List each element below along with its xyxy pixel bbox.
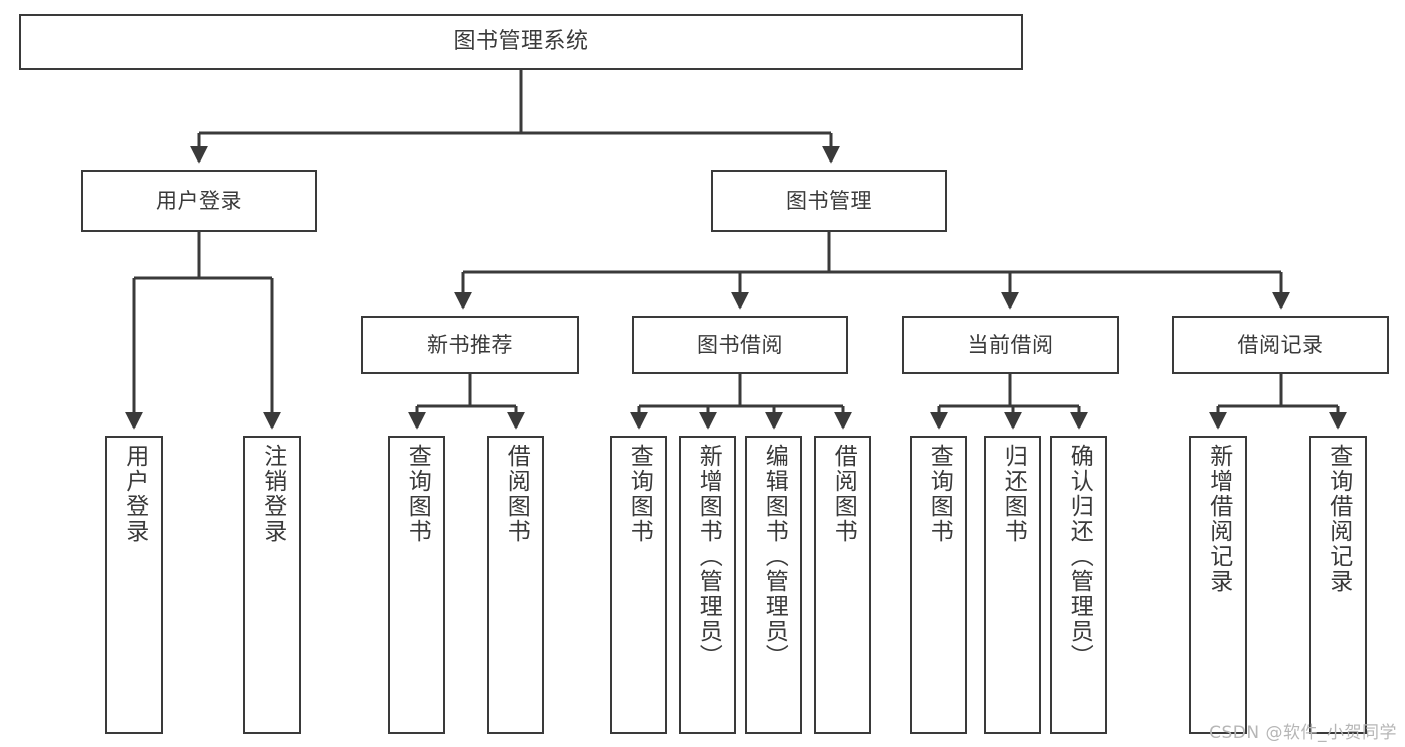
node-label-leaf-query-book-1: 查询图书 [404, 444, 431, 544]
node-label-leaf-add-book: 新增图书（管理员） [695, 444, 722, 669]
node-label-leaf-query-book-3: 查询图书 [926, 444, 953, 544]
node-label-leaf-query-record: 查询借阅记录 [1325, 444, 1352, 594]
node-leaf-query-book-3[interactable]: 查询图书 [910, 436, 967, 734]
node-root-system[interactable]: 图书管理系统 [19, 14, 1023, 70]
node-book-manage[interactable]: 图书管理 [711, 170, 947, 232]
node-label-leaf-borrow-book-2: 借阅图书 [830, 444, 857, 544]
node-borrow-record[interactable]: 借阅记录 [1172, 316, 1389, 374]
node-label-book-borrow: 图书借阅 [697, 332, 783, 357]
node-label-root: 图书管理系统 [453, 29, 589, 55]
node-leaf-borrow-book-1[interactable]: 借阅图书 [487, 436, 544, 734]
node-label-new-book-rec: 新书推荐 [427, 332, 513, 357]
node-label-leaf-user-login: 用户登录 [121, 444, 148, 544]
node-label-leaf-borrow-book-1: 借阅图书 [503, 444, 530, 544]
node-label-leaf-return-book: 归还图书 [1000, 444, 1027, 544]
node-leaf-query-book-2[interactable]: 查询图书 [610, 436, 667, 734]
node-leaf-logout[interactable]: 注销登录 [243, 436, 301, 734]
node-book-borrow[interactable]: 图书借阅 [632, 316, 848, 374]
watermark-csdn: CSDN @软件_小贺同学 [1209, 723, 1397, 743]
node-label-leaf-query-book-2: 查询图书 [626, 444, 653, 544]
node-leaf-query-record[interactable]: 查询借阅记录 [1309, 436, 1367, 734]
node-label-leaf-add-record: 新增借阅记录 [1205, 444, 1232, 594]
node-leaf-borrow-book-2[interactable]: 借阅图书 [814, 436, 871, 734]
node-leaf-add-book[interactable]: 新增图书（管理员） [679, 436, 736, 734]
node-new-book-rec[interactable]: 新书推荐 [361, 316, 579, 374]
node-label-book-manage: 图书管理 [786, 188, 872, 213]
node-leaf-edit-book[interactable]: 编辑图书（管理员） [745, 436, 802, 734]
node-current-borrow[interactable]: 当前借阅 [902, 316, 1119, 374]
node-label-user-login: 用户登录 [156, 188, 242, 213]
node-label-borrow-record: 借阅记录 [1237, 332, 1324, 357]
node-user-login[interactable]: 用户登录 [81, 170, 317, 232]
node-label-leaf-edit-book: 编辑图书（管理员） [761, 444, 788, 669]
node-leaf-add-record[interactable]: 新增借阅记录 [1189, 436, 1247, 734]
node-label-current-borrow: 当前借阅 [967, 332, 1054, 357]
node-label-leaf-logout: 注销登录 [259, 444, 286, 544]
node-leaf-user-login[interactable]: 用户登录 [105, 436, 163, 734]
node-leaf-query-book-1[interactable]: 查询图书 [388, 436, 445, 734]
node-leaf-return-book[interactable]: 归还图书 [984, 436, 1041, 734]
node-leaf-confirm-return[interactable]: 确认归还（管理员） [1050, 436, 1107, 734]
node-label-leaf-confirm-return: 确认归还（管理员） [1066, 444, 1093, 669]
